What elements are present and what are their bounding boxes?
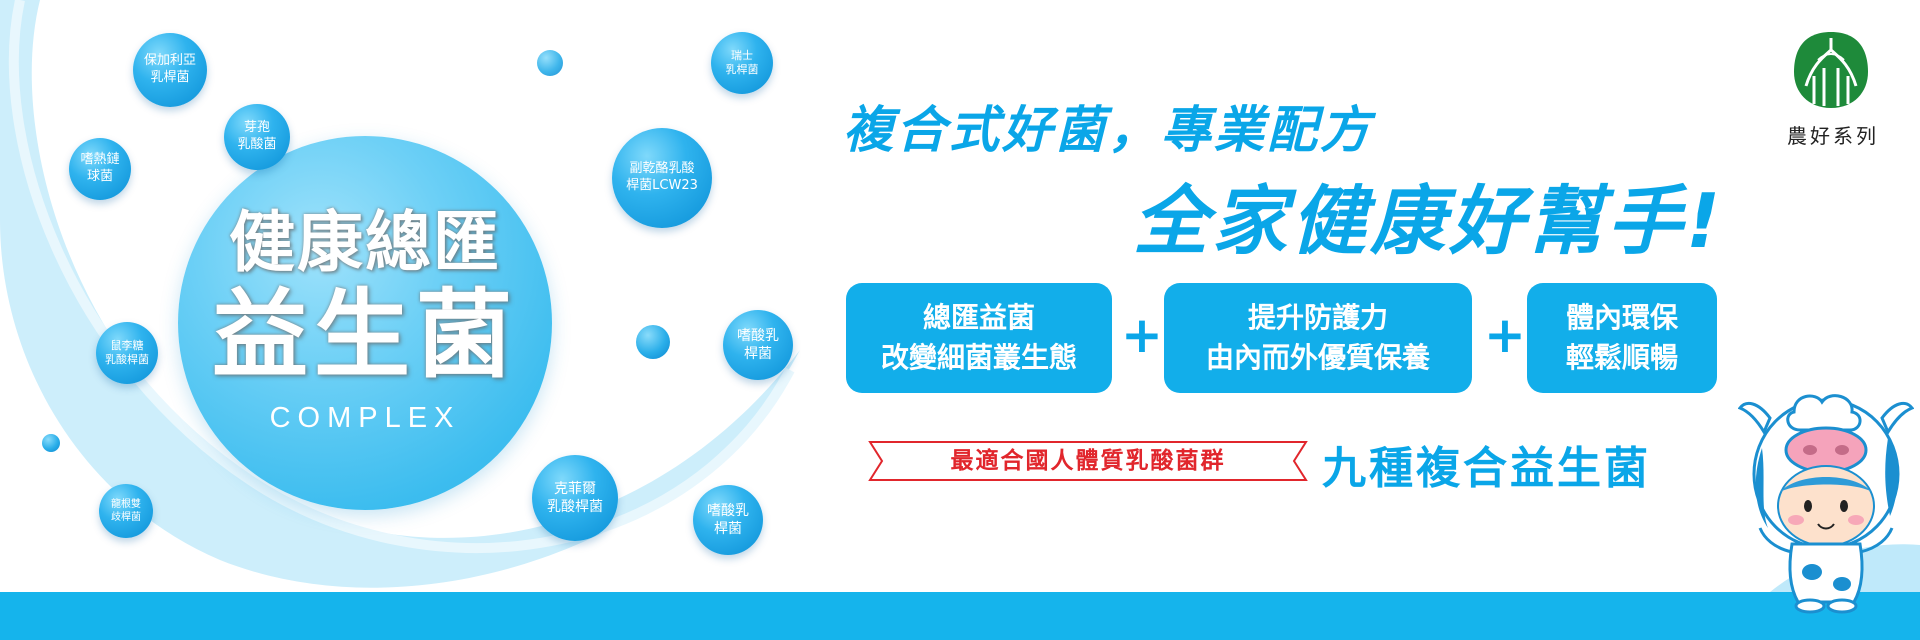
feature-box-ecology: 總匯益菌 改變細菌叢生態 [846, 283, 1112, 393]
decor-dot [42, 434, 60, 452]
bacteria-label: 瑞士 乳桿菌 [725, 48, 759, 76]
bacteria-bubble: 芽孢 乳酸菌 [224, 104, 290, 170]
bacteria-label: 鼠李糖 乳酸桿菌 [105, 338, 149, 366]
feature-box-cleanse: 體內環保 輕鬆順暢 [1527, 283, 1717, 393]
bottom-band [0, 592, 1920, 640]
feature-desc: 由內而外優質保養 [1205, 341, 1430, 374]
bacteria-bubble: 副乾酪乳酸 桿菌LCW23 [612, 128, 712, 228]
bacteria-bubble: 克菲爾 乳酸桿菌 [532, 455, 618, 541]
bacteria-label: 保加利亞 乳桿菌 [143, 53, 196, 85]
bacteria-label: 嗜酸乳 桿菌 [737, 327, 779, 362]
plus-icon: + [1121, 306, 1163, 364]
headline-line1: 複合式好菌，專業配方 [843, 101, 1373, 159]
bacteria-label: 芽孢 乳酸菌 [237, 120, 277, 152]
bacteria-bubble: 保加利亞 乳桿菌 [133, 33, 207, 107]
bacteria-bubble: 龍根雙 歧桿菌 [99, 484, 153, 538]
bacteria-label: 克菲爾 乳酸桿菌 [547, 480, 603, 515]
feature-title: 提升防護力 [1247, 301, 1388, 334]
bacteria-bubble: 嗜酸乳 桿菌 [723, 310, 793, 380]
cow-hood-kid-mascot-icon [1738, 394, 1914, 614]
nine-probiotics-text: 九種複合益生菌 [1322, 443, 1651, 494]
product-title-line2: 益生菌 [212, 279, 518, 391]
tagline-text: 最適合國人體質乳酸菌群 [950, 448, 1226, 474]
feature-title: 總匯益菌 [922, 301, 1035, 334]
bacteria-label: 嗜酸乳 桿菌 [707, 502, 749, 537]
decor-dot [636, 325, 670, 359]
headline-line2: 全家健康好幫手! [1133, 177, 1725, 265]
decor-dot [537, 50, 563, 76]
bacteria-bubble: 嗜酸乳 桿菌 [693, 485, 763, 555]
feature-title: 體內環保 [1565, 301, 1678, 334]
logo-text: 農好系列 [1787, 124, 1879, 148]
bacteria-bubble: 鼠李糖 乳酸桿菌 [96, 322, 158, 384]
bacteria-bubble: 瑞士 乳桿菌 [711, 32, 773, 94]
product-subtitle: COMPLEX [269, 402, 461, 434]
product-title-line1: 健康總匯 [229, 204, 501, 281]
plus-icon: + [1484, 306, 1526, 364]
leaf-grain-logo-icon [1794, 32, 1868, 108]
bacteria-bubble: 嗜熱鏈 球菌 [69, 138, 131, 200]
bacteria-label: 嗜熱鏈 球菌 [80, 152, 120, 184]
feature-box-protection: 提升防護力 由內而外優質保養 [1164, 283, 1472, 393]
bacteria-label: 龍根雙 歧桿菌 [111, 499, 141, 523]
feature-desc: 輕鬆順暢 [1565, 341, 1678, 374]
feature-desc: 改變細菌叢生態 [880, 341, 1077, 374]
tagline-frame [868, 441, 1308, 481]
bacteria-label: 副乾酪乳酸 桿菌LCW23 [626, 161, 698, 193]
product-circle [178, 136, 552, 510]
